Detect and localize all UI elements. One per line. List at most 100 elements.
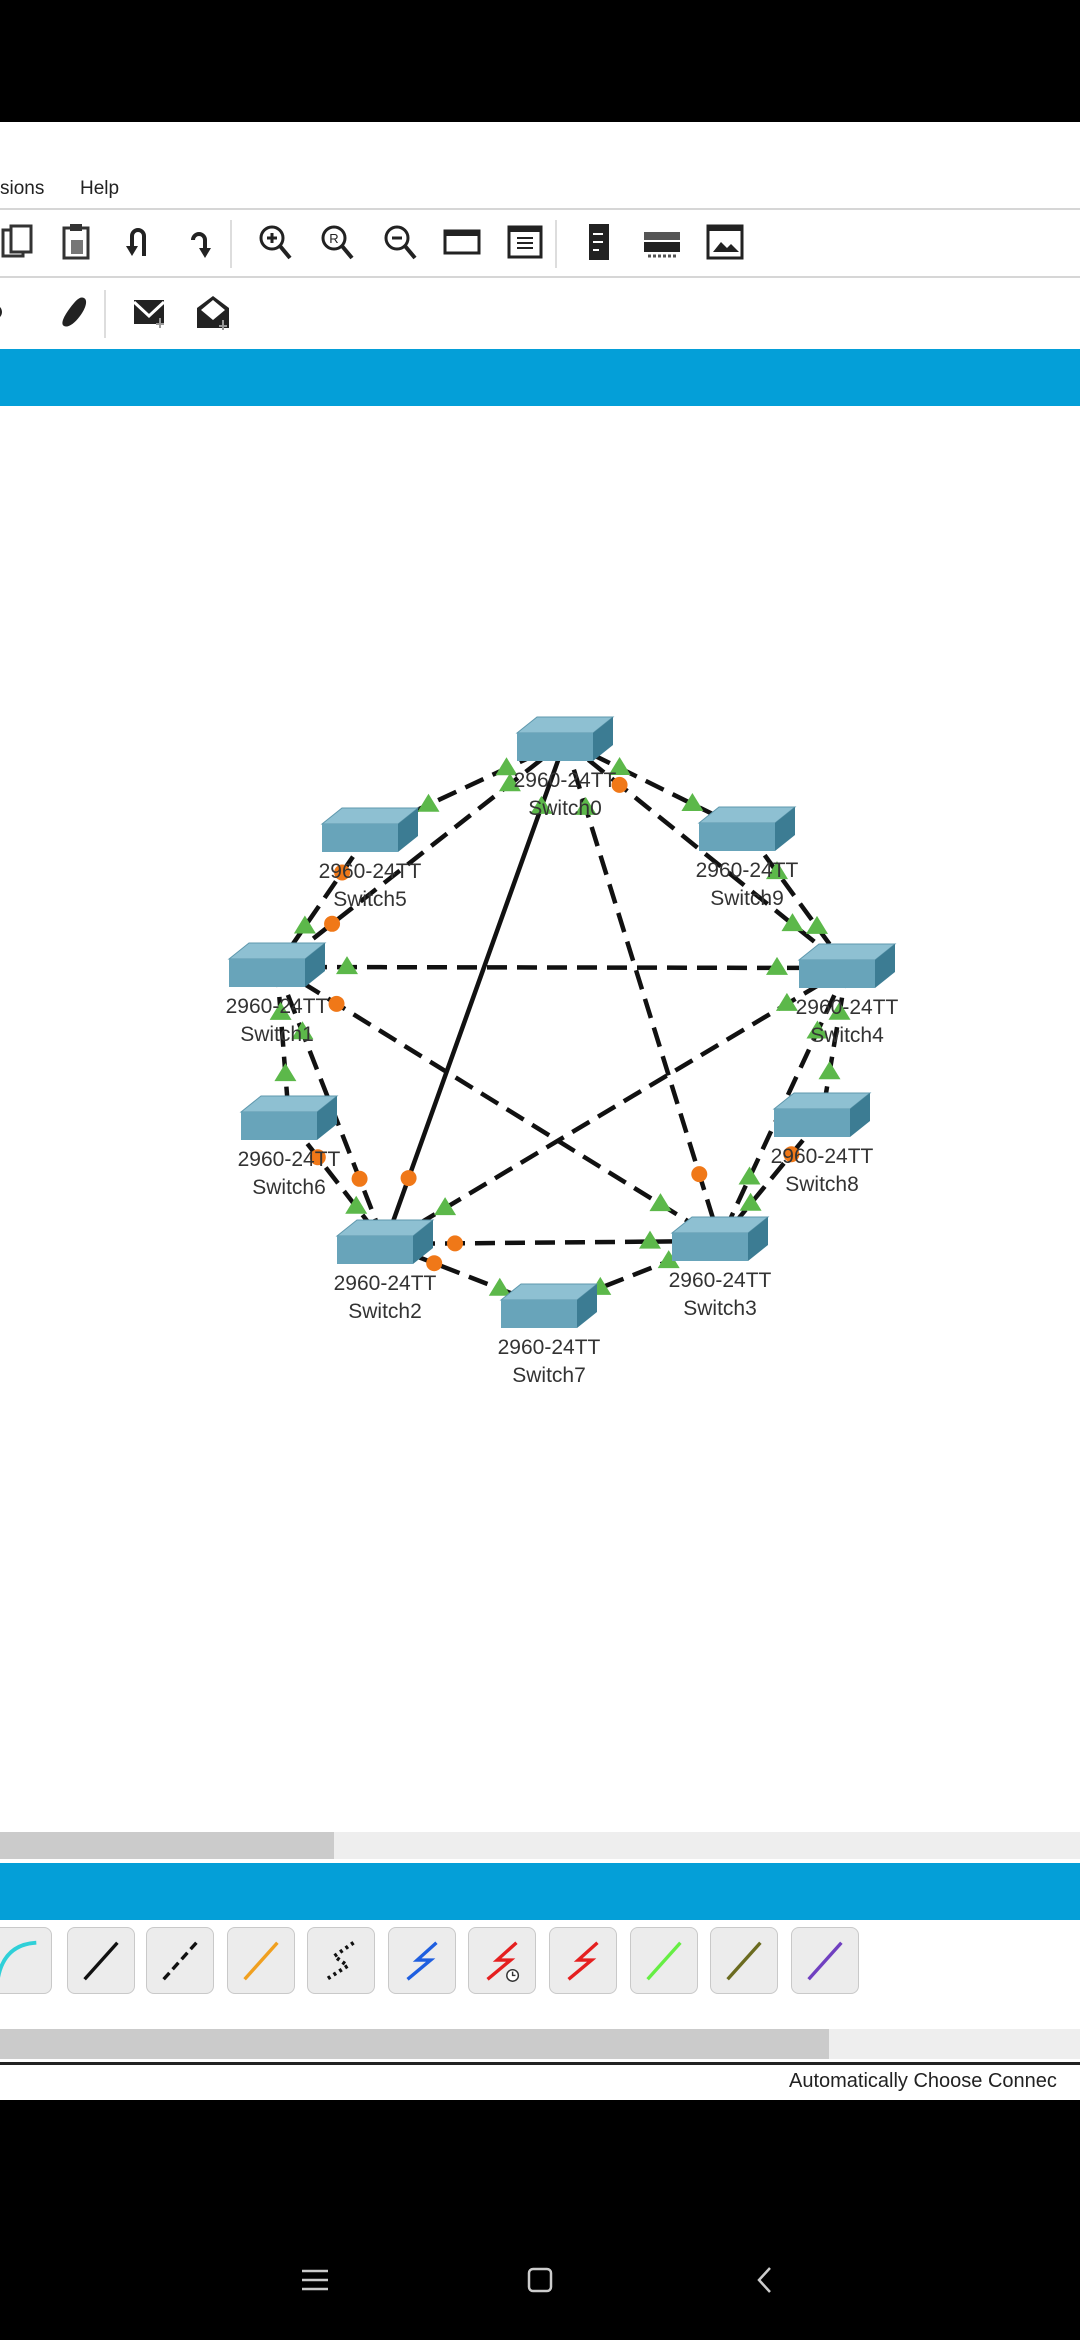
link-blocking-dot-icon [309,1149,326,1166]
switch-name-label: Switch5 [333,888,407,911]
link-Switch2-Switch3[interactable] [384,1238,721,1247]
link-up-triangle-icon [781,913,804,932]
switch-model-label: 2960-24TT [696,859,799,882]
link-blocking-dot-icon [611,776,628,793]
switch-name-label: Switch0 [528,797,602,820]
cluster-icon [589,224,609,260]
draw-ellipse-icon [0,307,2,317]
link-Switch0-Switch1[interactable] [275,739,567,969]
link-blocking-dot-icon [691,1166,708,1183]
link-Switch1-Switch2[interactable] [274,966,388,1245]
switch-model-label: 2960-24TT [319,860,422,883]
switch-model-label: 2960-24TT [771,1145,874,1168]
undo-button[interactable] [116,220,160,264]
add-complex-pdu-icon [197,296,229,330]
cable-copper-cross-over-button[interactable] [146,1927,214,1994]
redo-button[interactable] [177,220,221,264]
draw-ellipse-button[interactable] [0,290,24,334]
link-up-triangle-icon [766,956,789,975]
menu-help[interactable]: Help [80,178,120,199]
serial-dte-cable-icon [486,1940,520,1982]
cable-octal-button[interactable] [630,1927,698,1994]
cable-serial-dce-button[interactable] [388,1927,456,1994]
cable-copper-straight-through-button[interactable] [67,1927,135,1994]
copper-cross-over-cable-icon [162,1941,198,1980]
switch-switch5[interactable]: 2960-24TT Switch5 [319,807,422,911]
freeform-button[interactable] [52,290,96,334]
copy-button[interactable] [0,220,39,264]
link-Switch1-Switch6[interactable] [274,966,292,1121]
logical-workspace[interactable]: 2960-24TTSwitch02960-24TTSwitch52960-24T… [0,406,1080,1828]
usb-cable-icon [807,1941,843,1980]
image-icon [706,224,744,260]
zoom-out-button[interactable] [379,220,423,264]
octal-cable-icon [646,1941,682,1980]
link-Switch0-Switch2[interactable] [382,740,568,1245]
status-text: Automatically Choose Connec [789,2070,1057,2092]
link-up-triangle-icon [574,796,597,815]
cable-phone-button[interactable] [307,1927,375,1994]
cable-coaxial-button[interactable] [710,1927,778,1994]
switch-switch3[interactable]: 2960-24TT Switch3 [669,1216,772,1320]
link-blocking-dot-icon [351,1170,368,1187]
cluster-button[interactable] [577,220,621,264]
link-up-triangle-icon [766,861,788,880]
switch-name-label: Switch3 [683,1297,757,1320]
paste-button[interactable] [54,220,98,264]
zoom-in-button[interactable] [254,220,298,264]
workspace-horizontal-scrollbar[interactable] [0,1832,1080,1859]
link-Switch1-Switch3[interactable] [275,965,722,1243]
link-up-triangle-icon [488,1277,511,1296]
switch-name-label: Switch6 [252,1176,326,1199]
link-up-triangle-icon [738,1166,761,1185]
menu-bar: sions Help [0,122,1080,208]
paste-icon [62,224,90,260]
scrollbar-thumb[interactable] [0,2029,829,2059]
zoom-reset-button[interactable]: R [316,220,360,264]
copy-icon [1,224,33,258]
link-up-triangle-icon [639,1230,662,1249]
link-blocking-dot-icon [324,915,341,932]
back-chevron-icon [757,2267,771,2293]
serial-cable-icon [567,1940,599,1981]
cable-console-button[interactable] [227,1927,295,1994]
back-nav-button[interactable] [740,2255,790,2305]
add-simple-pdu-button[interactable] [128,290,172,334]
switch-model-label: 2960-24TT [669,1269,772,1292]
cable-fiber-button[interactable] [0,1927,52,1994]
custom-device-button[interactable] [503,220,547,264]
device-panel-scrollbar[interactable] [0,2029,1080,2059]
palette-button[interactable] [440,220,484,264]
link-Switch0-Switch3[interactable] [562,740,723,1242]
link-Switch1-Switch4[interactable] [276,964,848,971]
device-type-bar [0,1863,1080,1920]
viewport-button[interactable] [640,220,684,264]
scrollbar-thumb[interactable] [0,1832,334,1859]
viewport-icon [644,232,680,258]
cable-serial-button[interactable] [549,1927,617,1994]
menu-extensions[interactable]: sions [0,178,45,199]
add-complex-pdu-button[interactable] [191,290,235,334]
cable-serial-dte-button[interactable] [468,1927,536,1994]
menu-icon [302,2269,328,2291]
link-up-triangle-icon [739,1192,762,1211]
link-up-triangle-icon [345,1195,368,1214]
image-button[interactable] [703,220,747,264]
cable-usb-button[interactable] [791,1927,859,1994]
link-Switch4-Switch8[interactable] [819,967,850,1118]
link-up-triangle-icon [269,1001,292,1020]
home-nav-button[interactable] [515,2255,565,2305]
switch-model-label: 2960-24TT [334,1272,437,1295]
recents-nav-button[interactable] [290,2255,340,2305]
link-up-triangle-icon [806,915,828,934]
fiber-cable-icon [0,1940,37,1978]
link-up-triangle-icon [530,795,553,814]
